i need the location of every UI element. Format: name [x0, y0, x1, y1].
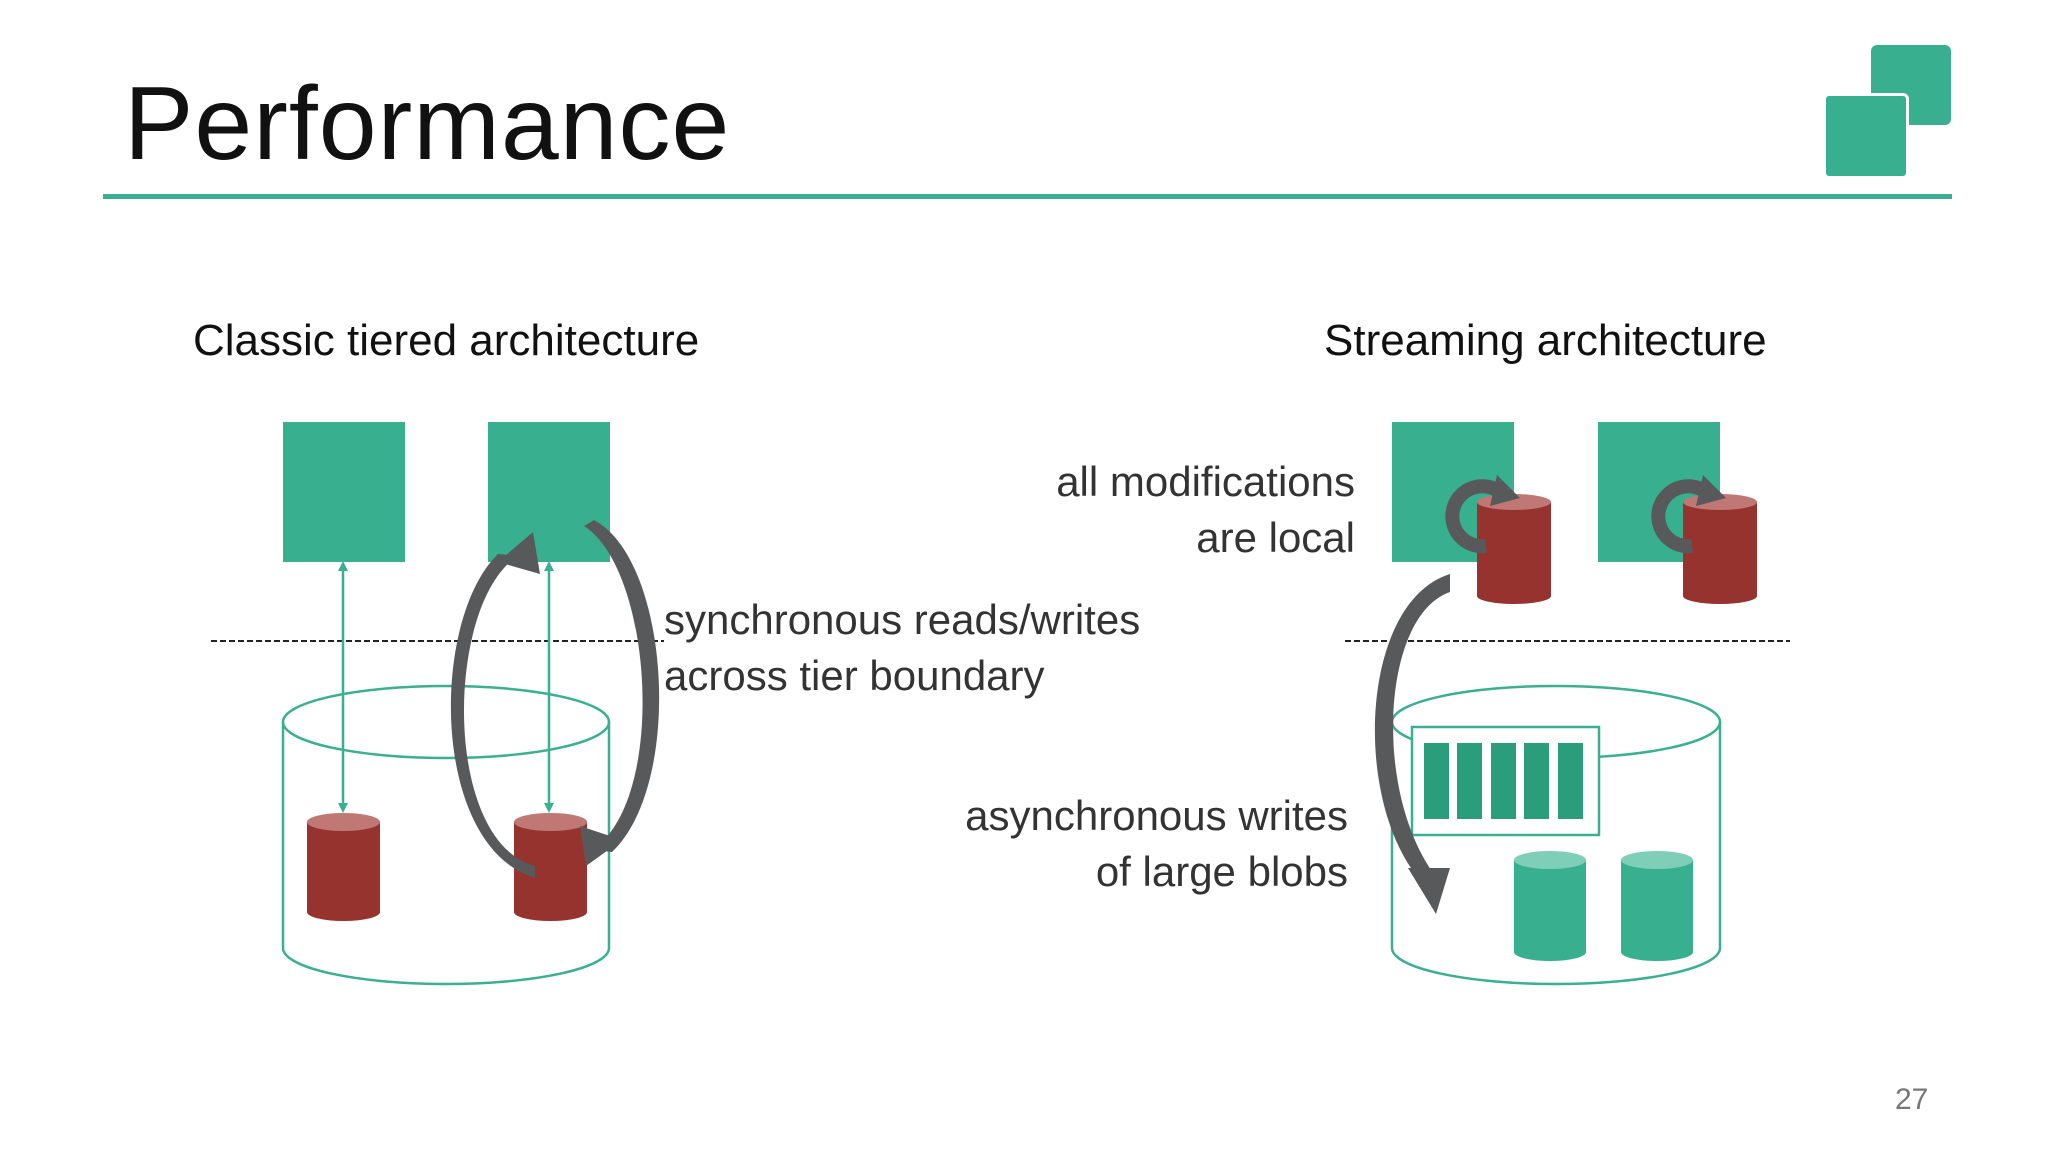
page-title: Performance	[124, 66, 731, 182]
local-note-line-1: all modifications	[1056, 458, 1355, 505]
database-1-icon	[307, 813, 380, 921]
streaming-architecture-heading: Streaming architecture	[1324, 316, 1767, 365]
sync-note: synchronous reads/writes across tier bou…	[664, 592, 1140, 704]
async-write-arrow-icon	[1374, 574, 1450, 914]
blob-database-1-icon	[1514, 851, 1586, 961]
title-divider	[103, 194, 1952, 199]
local-note-line-2: are local	[1196, 514, 1355, 561]
async-writes-note: asynchronous writes of large blobs	[900, 788, 1348, 900]
local-database-2-icon	[1683, 494, 1757, 604]
write-curved-arrow-icon	[580, 520, 660, 866]
async-note-line-1: asynchronous writes	[965, 792, 1348, 839]
refresh-1-icon	[1445, 475, 1520, 554]
page-number: 27	[1895, 1083, 1929, 1116]
sync-note-line-1: synchronous reads/writes	[664, 596, 1141, 643]
logo-front-square-icon	[1823, 93, 1909, 179]
write-queue-icon	[1410, 725, 1601, 837]
local-database-1-icon	[1477, 494, 1551, 604]
sync-note-line-2: across tier boundary	[664, 652, 1045, 699]
refresh-2-icon	[1651, 475, 1726, 554]
local-modifications-note: all modifications are local	[1000, 454, 1355, 566]
storage-tier-cylinder-icon	[281, 684, 611, 986]
read-curved-arrow-icon	[450, 532, 540, 878]
app-server-2-icon	[488, 422, 610, 562]
classic-architecture-heading: Classic tiered architecture	[193, 316, 700, 365]
blob-database-2-icon	[1621, 851, 1693, 961]
app-server-1-icon	[283, 422, 405, 562]
async-note-line-2: of large blobs	[1095, 848, 1348, 895]
